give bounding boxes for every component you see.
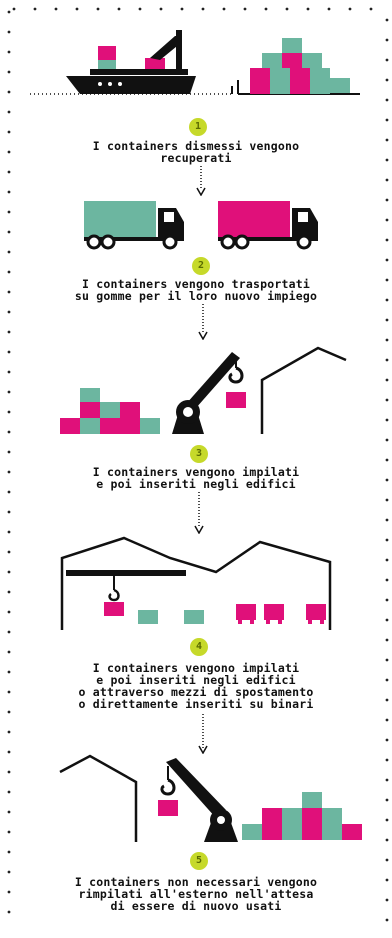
step-3-caption: I containers vengono impilati e poi inse…	[92, 465, 300, 491]
crane-icon	[166, 758, 238, 842]
step-1-caption: I containers dismessi vengono recuperati	[92, 139, 300, 165]
truck-icon	[218, 201, 318, 250]
dotted-arrow-icon	[194, 492, 204, 534]
step-4-caption: I containers vengono impilati e poi inse…	[78, 661, 314, 711]
gantry-crane-icon	[66, 570, 186, 616]
step-1-badge: 1	[189, 118, 207, 136]
dotted-arrow-icon	[196, 166, 206, 196]
step3-scene	[60, 346, 347, 434]
step2-scene	[84, 201, 318, 250]
building-icon	[59, 754, 138, 842]
building-icon	[60, 536, 332, 630]
step-5-badge: 5	[190, 852, 208, 870]
ship-icon	[66, 30, 196, 94]
step1-scene	[30, 30, 360, 95]
step4-scene	[60, 536, 332, 630]
step-2-caption: I containers vengono trasportati su gomm…	[74, 277, 318, 303]
right-dotted-border	[385, 18, 389, 922]
step-5-caption: I containers non necessari vengono rimpi…	[74, 875, 318, 913]
building-icon	[260, 346, 347, 434]
hook-icon	[226, 356, 246, 408]
step-3-badge: 3	[190, 445, 208, 463]
hook-icon	[158, 766, 178, 816]
top-dotted-border	[12, 7, 373, 11]
crane-icon	[172, 352, 240, 434]
container-stack-5	[242, 792, 362, 840]
step-4-badge: 4	[190, 638, 208, 656]
step5-scene	[59, 754, 362, 842]
container-stack-3	[60, 388, 160, 434]
dotted-arrow-icon	[198, 714, 208, 754]
containers-on-rails	[138, 604, 326, 624]
dotted-arrow-icon	[198, 304, 208, 340]
truck-icon	[84, 201, 184, 250]
step-2-badge: 2	[192, 257, 210, 275]
left-dotted-border	[7, 10, 11, 914]
container-stack-1	[231, 38, 360, 95]
